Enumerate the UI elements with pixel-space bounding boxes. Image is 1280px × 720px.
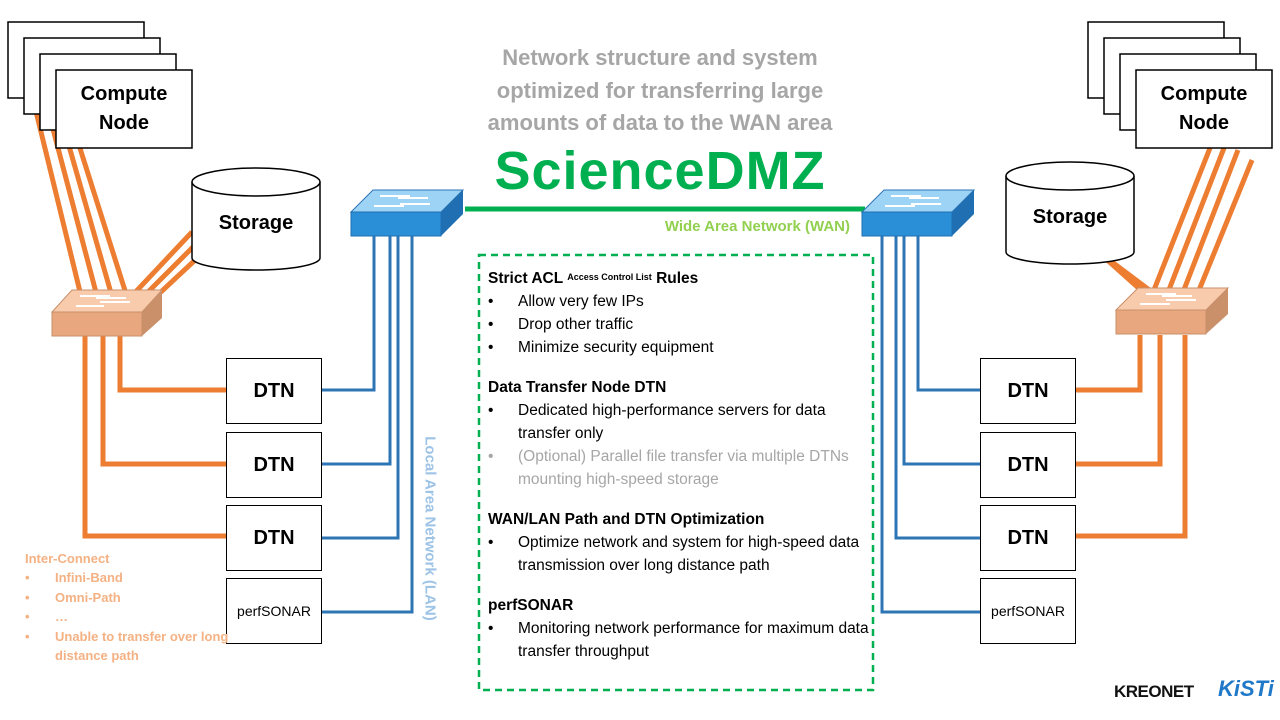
- list-item-text: (Optional) Parallel file transfer via mu…: [518, 448, 849, 488]
- kisti-logo: KiSTi: [1218, 676, 1274, 701]
- perfsonar-section: perfSONAR • Monitoring network performanc…: [488, 595, 874, 663]
- dtn-heading: Data Transfer Node DTN: [488, 379, 667, 396]
- bullet: •: [488, 339, 494, 356]
- list-item-text: Minimize security equipment: [518, 339, 714, 356]
- list-item: • Monitoring network performance for maxi…: [488, 617, 874, 663]
- dtn-section: Data Transfer Node DTN • Dedicated high-p…: [488, 377, 874, 491]
- left-dtn-links: [82, 335, 226, 539]
- bullet: •: [25, 570, 30, 585]
- left-lan-links: [322, 235, 414, 614]
- bullet: •: [25, 589, 30, 605]
- bullet: •: [25, 628, 30, 644]
- left-compute-node-stack: [7, 21, 193, 149]
- list-item: • Minimize security equipment: [488, 336, 874, 359]
- left-dtn-2: DTN: [226, 432, 322, 498]
- bullet: •: [488, 316, 494, 333]
- right-dtn-1: DTN: [980, 358, 1076, 424]
- acl-section: Strict ACL Access Control List Rules • Al…: [488, 268, 874, 359]
- right-dtn-links: [1076, 335, 1188, 539]
- bullet: •: [488, 448, 494, 465]
- interconnect-notes: Inter-Connect •Infini-Band •Omni-Path •……: [25, 549, 235, 666]
- left-storage-cylinder: [191, 167, 321, 271]
- info-box-border: [477, 253, 875, 692]
- list-item-text: Allow very few IPs: [518, 293, 644, 310]
- interconnect-heading: Inter-Connect: [25, 551, 110, 566]
- right-dtn-2: DTN: [980, 432, 1076, 498]
- list-item: • Infini-Band: [25, 568, 235, 588]
- acl-heading: Strict ACL Access Control List Rules: [488, 268, 874, 290]
- bullet: •: [488, 534, 494, 551]
- left-perfsonar: perfSONAR: [226, 578, 322, 644]
- left-dtn-3: DTN: [226, 505, 322, 571]
- acl-heading-text: Strict ACL: [488, 270, 568, 287]
- acl-heading-rules: Rules: [651, 270, 699, 287]
- list-item: • Allow very few IPs: [488, 290, 874, 313]
- left-interconnect-switch: [50, 289, 164, 337]
- wan-label: Wide Area Network (WAN): [664, 218, 850, 235]
- list-item-text: Dedicated high-performance servers for d…: [518, 402, 826, 442]
- bullet: •: [25, 609, 30, 624]
- list-item-text: Omni-Path: [55, 589, 121, 605]
- bullet: •: [488, 293, 494, 310]
- perfsonar-heading: perfSONAR: [488, 597, 574, 614]
- list-item-text: Optimize network and system for high-spe…: [518, 534, 860, 574]
- right-lan-links: [880, 235, 980, 614]
- left-compute-node-label: Compute Node: [80, 83, 168, 134]
- list-item-optional: • (Optional) Parallel file transfer via m…: [488, 445, 874, 491]
- left-dtn-1: DTN: [226, 358, 322, 424]
- acl-heading-sup: Access Control List: [567, 272, 652, 282]
- kreonet-logo: KREONET: [1114, 682, 1194, 701]
- list-item: • Drop other traffic: [488, 313, 874, 336]
- list-item-text: …: [55, 609, 68, 624]
- right-storage-label: Storage: [1032, 206, 1108, 228]
- bullet: •: [488, 620, 494, 637]
- right-dtn-3: DTN: [980, 505, 1076, 571]
- list-item-text: Infini-Band: [55, 570, 123, 585]
- list-item: • Optimize network and system for high-sp…: [488, 531, 874, 577]
- title-line-3: amounts of data to the WAN area: [487, 110, 833, 135]
- path-section: WAN/LAN Path and DTN Optimization • Optim…: [488, 509, 874, 577]
- list-item-text: Drop other traffic: [518, 316, 634, 333]
- right-perfsonar: perfSONAR: [980, 578, 1076, 644]
- right-compute-node-label: Compute Node: [1160, 83, 1248, 134]
- info-box: Strict ACL Access Control List Rules • Al…: [478, 254, 874, 690]
- right-interconnect-switch: [1114, 287, 1230, 335]
- path-heading: WAN/LAN Path and DTN Optimization: [488, 511, 765, 528]
- list-item-text: Monitoring network performance for maxim…: [518, 620, 869, 660]
- bullet: •: [488, 402, 494, 419]
- left-storage-label: Storage: [218, 212, 294, 234]
- list-item: • Omni-Path: [25, 588, 235, 608]
- right-compute-links: [1147, 147, 1255, 301]
- lan-label: Local Area Network (LAN): [421, 436, 439, 621]
- list-item: •…: [25, 607, 235, 627]
- title-line-2: optimized for transferring large: [496, 78, 824, 103]
- left-lan-switch: [349, 189, 465, 237]
- title-line-1: Network structure and system: [502, 45, 818, 70]
- list-item: • Dedicated high-performance servers for …: [488, 399, 874, 445]
- right-storage-cylinder: [1005, 161, 1135, 265]
- right-compute-node-stack: [1087, 21, 1273, 149]
- brand-title: ScienceDMZ: [494, 141, 826, 201]
- right-lan-switch: [860, 189, 976, 237]
- list-item: • Unable to transfer over long distance p…: [25, 627, 235, 666]
- list-item-text: Unable to transfer over long distance pa…: [55, 628, 229, 664]
